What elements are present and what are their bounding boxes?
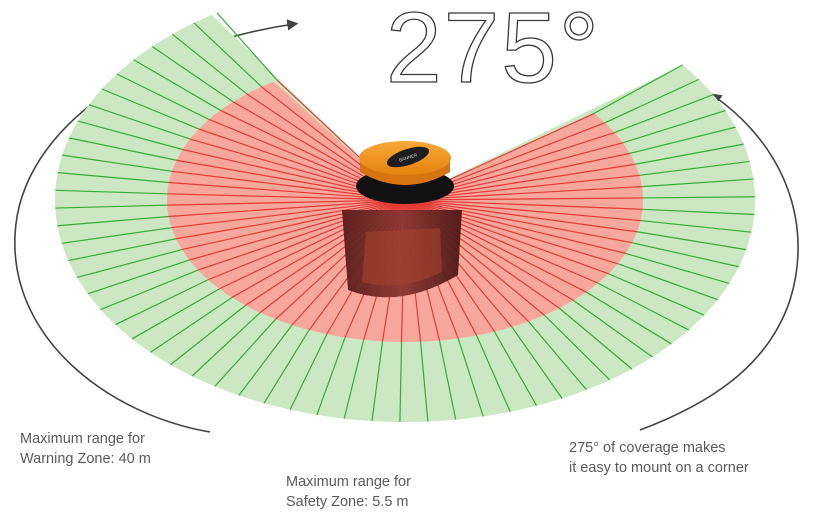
warning-zone-ray xyxy=(493,331,538,407)
warning-zone-ray xyxy=(641,178,754,188)
warning-zone-ray xyxy=(76,248,183,279)
warning-zone-ray xyxy=(55,204,168,209)
warning-zone-ray xyxy=(57,172,169,184)
warning-zone-ray xyxy=(68,238,177,262)
warning-zone-caption: Maximum range for Warning Zone: 40 m xyxy=(20,429,151,469)
warning-zone-ray xyxy=(131,288,220,340)
warning-zone-ray xyxy=(343,339,365,419)
warning-zone-ray xyxy=(170,304,246,366)
warning-zone-ray xyxy=(614,94,714,134)
warning-zone-caption-line2: Warning Zone: 40 m xyxy=(20,451,151,467)
coverage-caption: 275° of coverage makes it easy to mount … xyxy=(569,438,749,478)
warning-zone-ray xyxy=(511,326,563,399)
safety-zone-ray xyxy=(404,199,638,233)
safety-zone-ray xyxy=(404,199,633,244)
safety-zone-ray xyxy=(175,199,406,240)
warning-zone-ray xyxy=(543,314,611,381)
safety-zone-caption-line1: Maximum range for xyxy=(286,474,411,490)
safety-zone-ray xyxy=(404,197,643,201)
warning-zone-ray xyxy=(116,73,210,120)
warning-zone-ray xyxy=(151,45,234,103)
warning-zone-caption-line1: Maximum range for xyxy=(20,431,145,447)
safety-zone-ray xyxy=(168,199,406,218)
warning-zone-ray xyxy=(593,64,683,115)
warning-zone-ray xyxy=(87,259,190,295)
warning-zone-ray xyxy=(625,252,730,285)
coverage-caption-line1: 275° of coverage makes xyxy=(569,440,726,456)
warning-zone-ray xyxy=(635,143,744,165)
safety-zone-ray xyxy=(404,185,642,201)
warning-zone-ray xyxy=(617,263,718,301)
warning-zone-ray xyxy=(150,296,233,353)
warning-zone-ray xyxy=(608,273,705,316)
safety-zone-ray xyxy=(168,181,406,201)
warning-zone-ray xyxy=(639,160,750,176)
warning-zone-ray xyxy=(399,341,403,422)
warning-zone-ray xyxy=(438,340,457,420)
warning-zone-ray xyxy=(191,312,261,377)
safety-zone-ray xyxy=(404,199,643,210)
warning-zone-ray xyxy=(62,154,173,172)
warning-zone-ray xyxy=(371,341,384,422)
warning-zone-ray xyxy=(238,324,293,396)
warning-zone-ray xyxy=(171,33,248,95)
warning-zone-ray xyxy=(642,196,755,199)
warning-zone-ray xyxy=(597,282,690,331)
safety-zone-ray xyxy=(404,199,641,222)
device-brand-label: BANNER xyxy=(398,152,418,163)
safety-zone-ray xyxy=(404,199,626,254)
warning-zone-ray xyxy=(133,59,221,111)
warning-zone-ray xyxy=(193,22,262,88)
safety-zone-caption: Maximum range for Safety Zone: 5.5 m xyxy=(286,472,411,512)
warning-zone-ray xyxy=(216,12,278,81)
warning-zone-ray xyxy=(419,341,429,422)
warning-zone-ray xyxy=(101,88,200,130)
warning-zone-ray xyxy=(68,137,177,161)
safety-zone-caption-line2: Safety Zone: 5.5 m xyxy=(286,494,409,510)
warning-zone-ray xyxy=(636,231,747,251)
warning-zone-ray xyxy=(316,337,346,416)
warning-zone-ray xyxy=(61,227,172,244)
warning-zone-ray xyxy=(629,126,736,154)
warning-zone-ray xyxy=(642,208,755,216)
warning-zone-ray xyxy=(457,338,484,417)
warning-zone-ray xyxy=(631,242,739,268)
warning-zone-ray xyxy=(289,333,328,410)
coverage-arc-arrow-right xyxy=(639,93,799,431)
laser-scanner-device: BANNER xyxy=(342,141,462,298)
warning-zone-ray xyxy=(263,329,310,404)
warning-zone-ray xyxy=(622,110,726,144)
warning-zone-ray xyxy=(115,279,209,326)
warning-zone-ray xyxy=(528,321,588,391)
warning-zone-ray xyxy=(214,318,277,387)
safety-zone-ray xyxy=(167,193,406,201)
warning-zone-ray xyxy=(476,335,511,412)
scanner-window-highlight xyxy=(362,228,442,286)
warning-zone-ray xyxy=(604,78,700,124)
safety-zone-ray xyxy=(167,199,406,206)
scanner-display xyxy=(386,146,430,168)
warning-zone-ray xyxy=(585,291,672,345)
warning-zone-ray xyxy=(88,104,191,140)
warning-zone-ray xyxy=(55,189,168,195)
safety-zone-ray xyxy=(171,199,406,229)
coverage-caption-line2: it easy to mount on a corner xyxy=(569,460,749,476)
warning-zone-ray xyxy=(100,269,199,311)
warning-zone-ray xyxy=(640,219,752,233)
warning-zone-ray xyxy=(572,299,653,358)
safety-zone-ray xyxy=(181,199,406,251)
warning-zone-ray xyxy=(558,307,633,370)
warning-zone-ray xyxy=(77,120,183,151)
warning-zone-ray xyxy=(57,215,169,227)
coverage-angle-heading: 275° xyxy=(385,0,601,104)
